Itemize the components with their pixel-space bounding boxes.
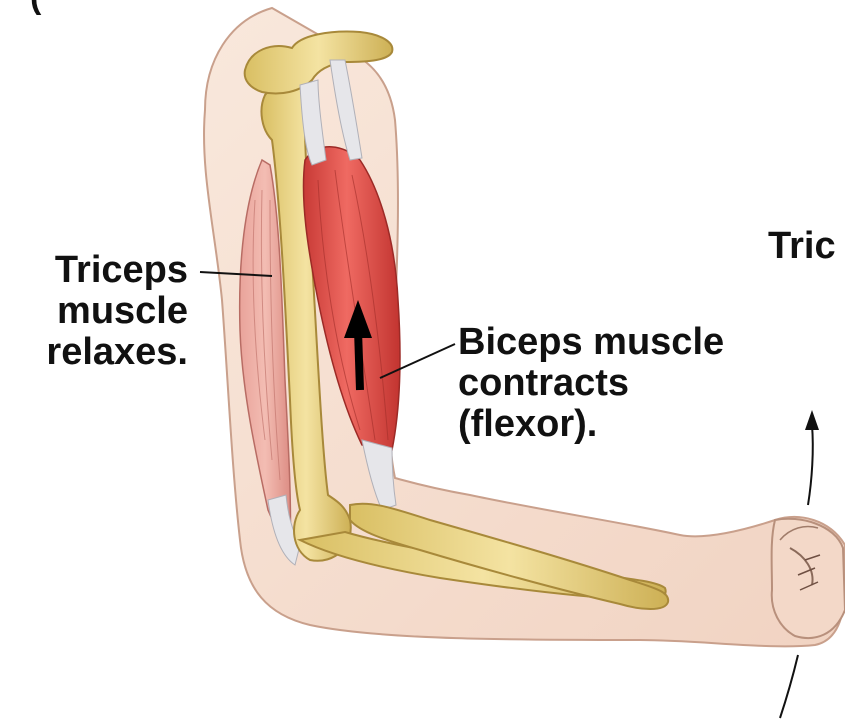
triceps-label-line-1: Triceps xyxy=(28,250,188,291)
fist xyxy=(772,519,845,638)
biceps-label-line-3: (flexor). xyxy=(458,404,724,445)
biceps-label-line-1: Biceps muscle xyxy=(458,322,724,363)
triceps-label-line-3: relaxes. xyxy=(28,332,188,373)
panel-letter-cropped: ( xyxy=(30,0,41,17)
biceps-label: Biceps muscle contracts (flexor). xyxy=(458,322,724,445)
triceps-label-line-2: muscle xyxy=(28,291,188,332)
biceps-label-line-2: contracts xyxy=(458,363,724,404)
triceps-label: Triceps muscle relaxes. xyxy=(28,250,188,373)
triceps-label-cropped: Tric xyxy=(768,226,836,267)
